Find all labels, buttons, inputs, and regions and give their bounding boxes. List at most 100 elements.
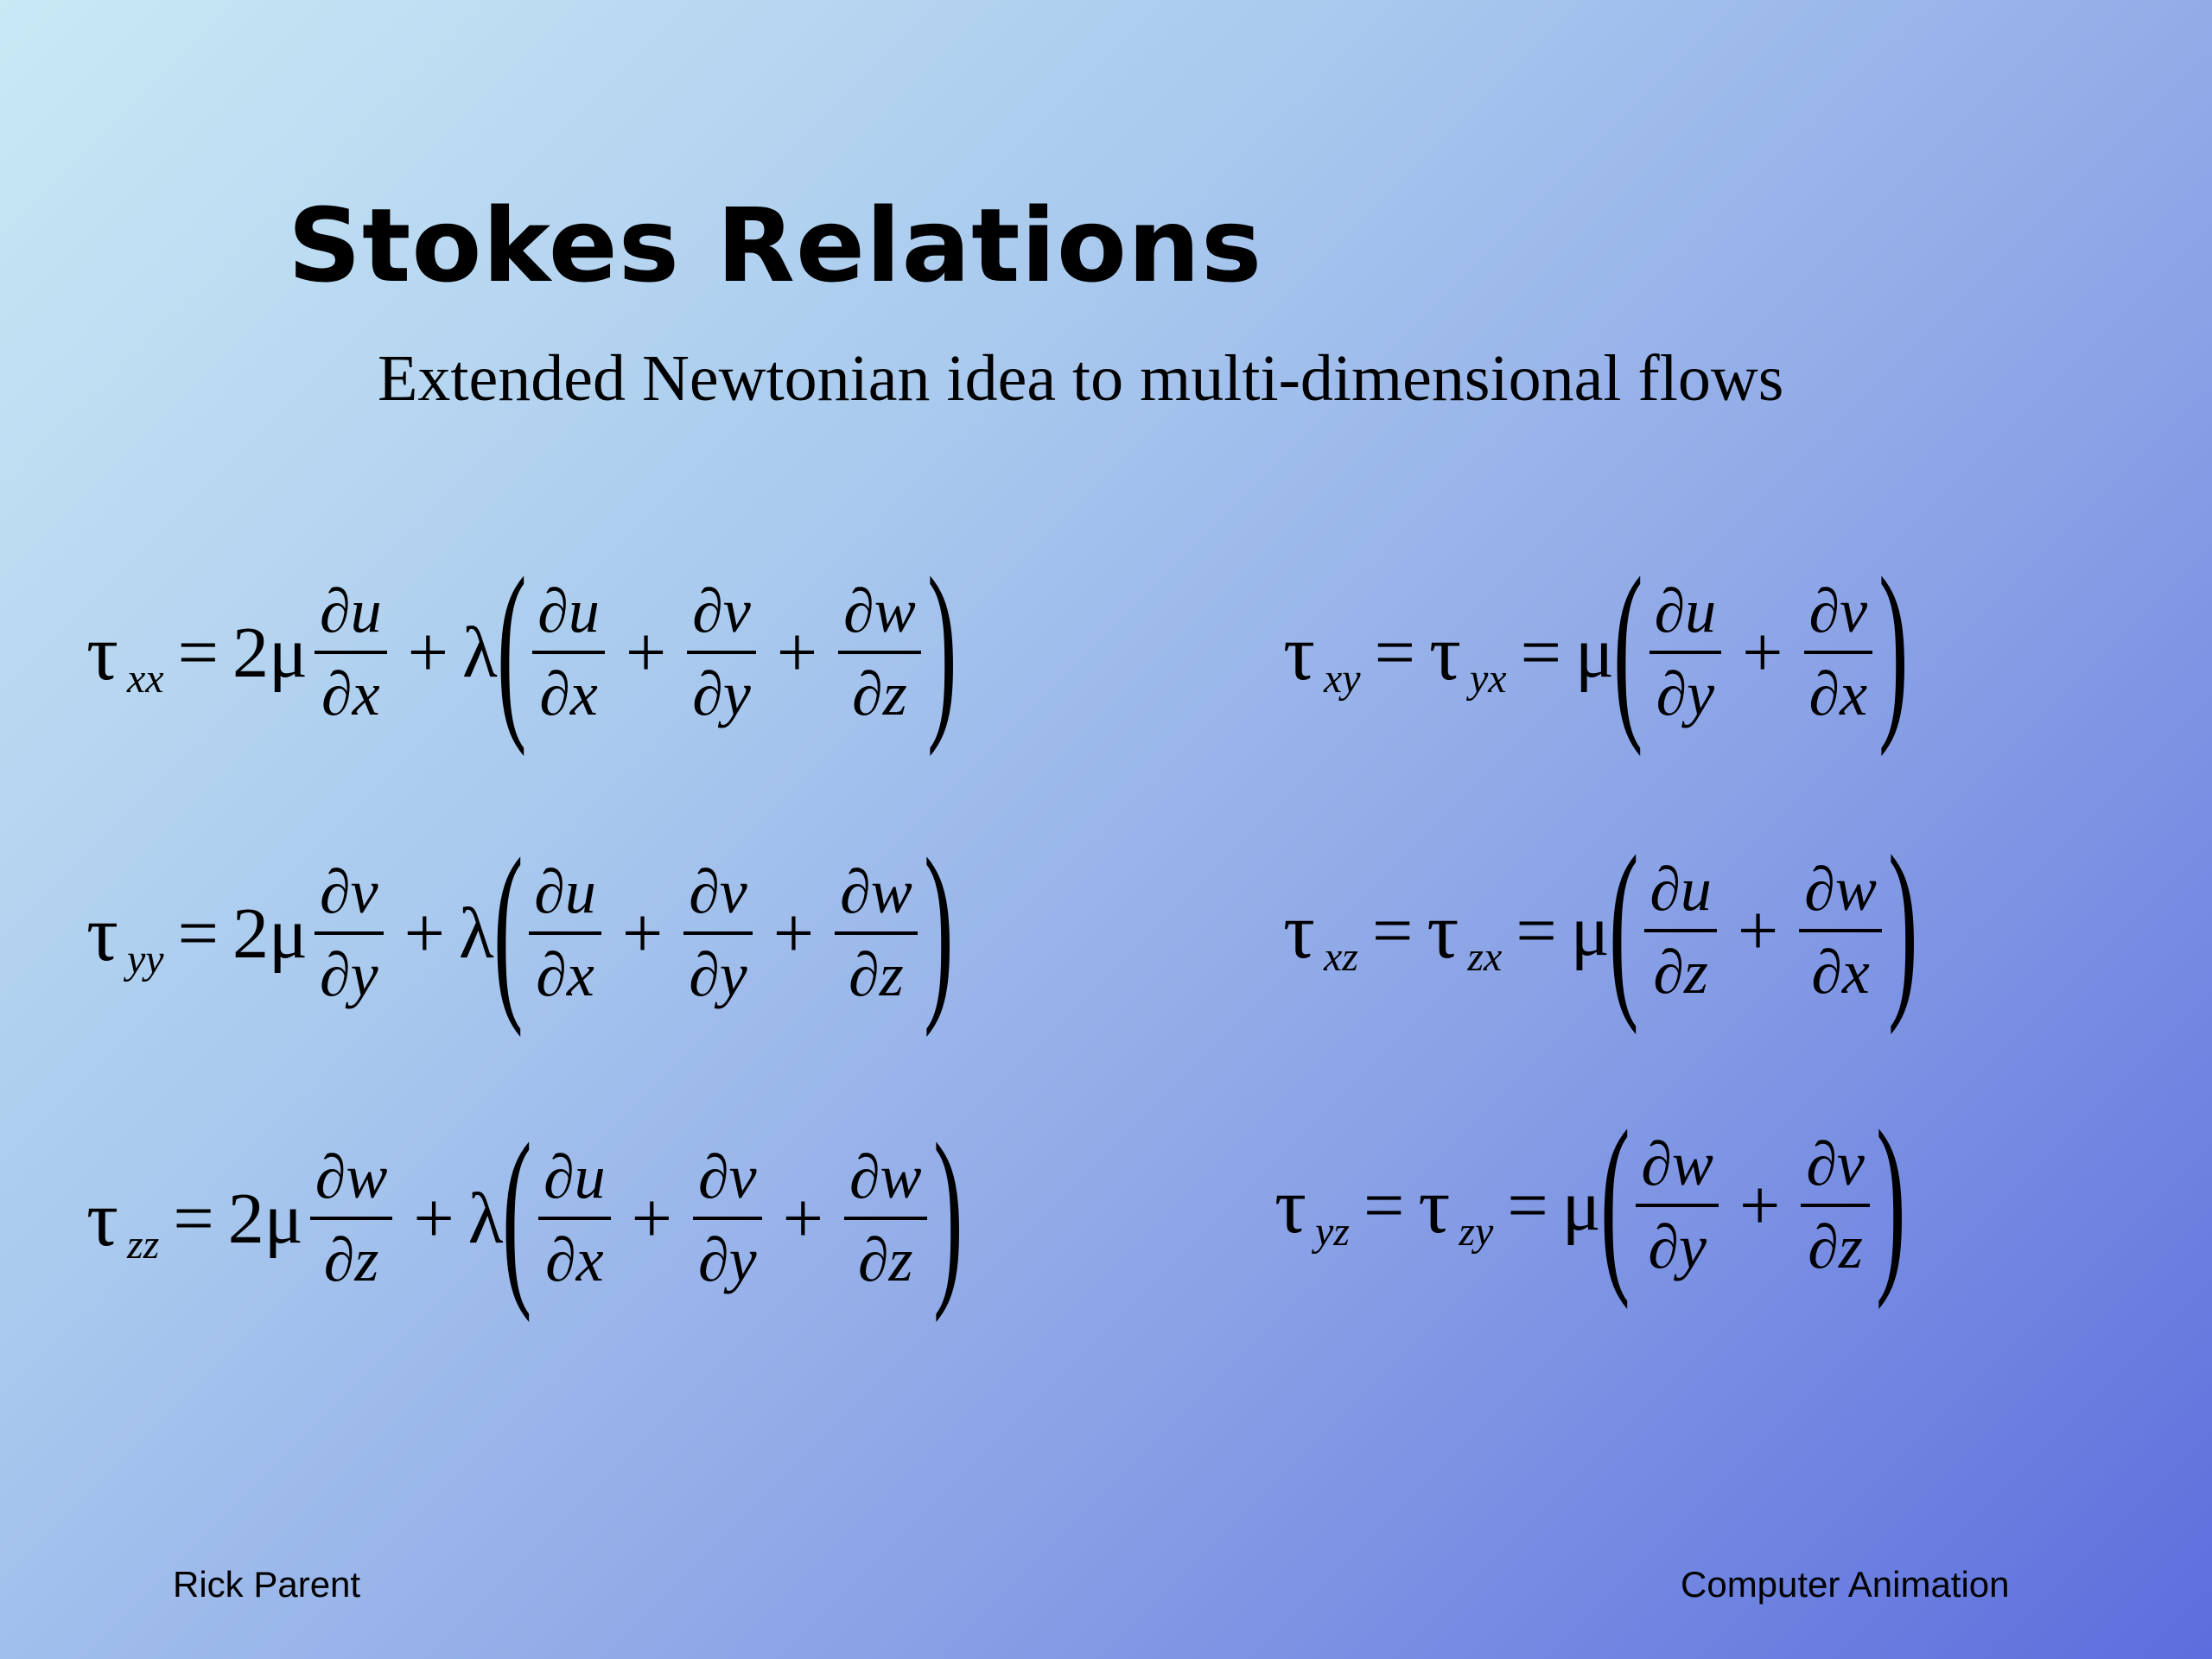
right-paren: )	[1887, 815, 1918, 1035]
right-paren: )	[926, 537, 957, 757]
fraction: ∂w∂x	[1799, 858, 1882, 1003]
numerator: ∂w	[843, 576, 916, 645]
equation-tau-yy: τ yy = 2μ ∂v∂y + λ ( ∂u∂x + ∂v∂y + ∂w∂z …	[86, 829, 953, 1033]
numerator: ∂u	[1654, 576, 1717, 645]
footer-author: Rick Parent	[173, 1564, 361, 1605]
subscript: zy	[1459, 1208, 1494, 1255]
subscript: xx	[126, 655, 164, 702]
left-paren: (	[1599, 1090, 1630, 1310]
equation-tau-yz: τ yz = τ zy = μ ( ∂w∂y + ∂v∂z )	[1274, 1101, 1905, 1305]
numerator: ∂u	[320, 576, 382, 645]
slide-title: Stokes Relations	[288, 186, 1263, 305]
tau-symbol: τ	[1283, 608, 1315, 696]
mu-symbol: μ	[1574, 612, 1614, 693]
denominator: ∂y	[692, 659, 751, 728]
fraction: ∂w∂z	[843, 1146, 927, 1294]
numerator: ∂w	[840, 857, 912, 926]
lambda-symbol: λ	[467, 1178, 504, 1259]
numerator: ∂w	[849, 1142, 922, 1211]
tau-symbol: τ	[1274, 1161, 1306, 1249]
slide-subtitle: Extended Newtonian idea to multi-dimensi…	[378, 342, 1784, 415]
plus-sign: +	[631, 1178, 673, 1259]
numerator: ∂u	[543, 1142, 606, 1211]
subscript: xy	[1323, 655, 1361, 702]
denominator: ∂z	[849, 940, 904, 1009]
mu-symbol: μ	[1561, 1165, 1601, 1246]
denominator: ∂z	[323, 1225, 379, 1294]
denominator: ∂x	[536, 940, 594, 1009]
denominator: ∂y	[689, 940, 747, 1009]
numerator: ∂v	[698, 1142, 757, 1211]
tau-symbol: τ	[1418, 1161, 1451, 1249]
fraction: ∂v∂y	[693, 1146, 762, 1291]
plus-sign: +	[1737, 890, 1779, 971]
tau-symbol: τ	[1283, 887, 1315, 975]
tau-symbol: τ	[86, 608, 118, 696]
right-paren: )	[923, 817, 954, 1038]
tau-symbol: τ	[1428, 608, 1461, 696]
plus-sign: +	[772, 893, 815, 974]
subscript: yz	[1314, 1208, 1350, 1255]
left-paren: (	[493, 817, 524, 1038]
right-paren: )	[1878, 537, 1909, 757]
left-paren: (	[1608, 815, 1639, 1035]
fraction: ∂u∂x	[532, 580, 605, 725]
denominator: ∂z	[857, 1225, 913, 1294]
plus-sign: +	[1742, 612, 1783, 693]
fraction: ∂u∂y	[1649, 580, 1722, 725]
fraction: ∂v∂x	[1803, 580, 1873, 728]
two-mu: 2μ	[232, 893, 308, 974]
denominator: ∂z	[1808, 1212, 1863, 1281]
plus-sign: +	[625, 612, 667, 693]
equation-tau-zz: τ zz = 2μ ∂w∂z + λ ( ∂u∂x + ∂v∂y + ∂w∂z …	[86, 1114, 963, 1318]
numerator: ∂v	[1806, 1129, 1865, 1198]
equals-sign: =	[173, 1178, 214, 1259]
tau-symbol: τ	[1427, 887, 1459, 975]
plus-sign: +	[404, 893, 445, 974]
denominator: ∂z	[1653, 938, 1708, 1007]
fraction: ∂v∂y	[683, 861, 753, 1006]
denominator: ∂x	[321, 659, 380, 728]
plus-sign: +	[782, 1178, 823, 1259]
tau-symbol: τ	[86, 1174, 118, 1262]
equals-sign: =	[1363, 1165, 1405, 1246]
subscript: yx	[1469, 655, 1507, 702]
left-paren: (	[502, 1103, 533, 1323]
fraction: ∂w∂z	[838, 580, 921, 725]
lambda-symbol: λ	[458, 893, 494, 974]
denominator: ∂y	[698, 1225, 757, 1294]
plus-sign: +	[1738, 1165, 1781, 1246]
denominator: ∂y	[1656, 659, 1715, 728]
fraction: ∂u∂x	[538, 1146, 611, 1291]
two-mu: 2μ	[227, 1178, 303, 1259]
plus-sign: +	[407, 612, 448, 693]
numerator: ∂u	[537, 576, 600, 645]
numerator: ∂v	[692, 576, 751, 645]
fraction: ∂w∂z	[835, 861, 918, 1006]
tau-symbol: τ	[86, 889, 118, 977]
fraction: ∂u∂x	[315, 580, 387, 725]
subscript: zx	[1467, 933, 1503, 980]
subscript: xz	[1323, 933, 1358, 980]
equation-tau-xz: τ xz = τ zx = μ ( ∂u∂z + ∂w∂x )	[1283, 826, 1917, 1030]
fraction: ∂w∂z	[309, 1146, 393, 1294]
footer-course: Computer Animation	[1681, 1564, 2010, 1605]
denominator: ∂y	[1648, 1212, 1707, 1281]
plus-sign: +	[621, 893, 664, 974]
mu-symbol: μ	[1570, 890, 1610, 971]
numerator: ∂w	[315, 1142, 388, 1211]
fraction: ∂v∂y	[687, 580, 756, 725]
fraction: ∂u∂x	[529, 861, 601, 1006]
right-paren: )	[932, 1103, 963, 1323]
subscript: zz	[126, 1221, 160, 1268]
numerator: ∂v	[689, 857, 747, 926]
denominator: ∂x	[1811, 938, 1870, 1007]
denominator: ∂x	[1808, 659, 1868, 728]
subscript: yy	[126, 936, 164, 982]
fraction: ∂u∂z	[1644, 858, 1717, 1003]
fraction: ∂v∂z	[1801, 1133, 1870, 1278]
right-paren: )	[1875, 1090, 1906, 1310]
equals-sign: =	[1374, 612, 1415, 693]
numerator: ∂v	[320, 857, 378, 926]
equals-sign: =	[1516, 890, 1557, 971]
